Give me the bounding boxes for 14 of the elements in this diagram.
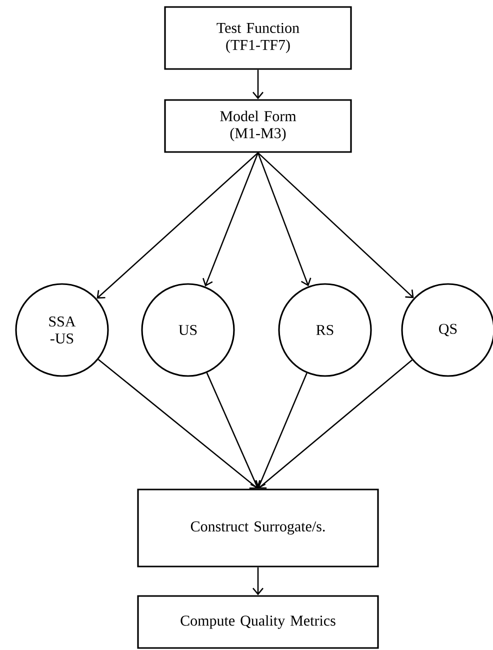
arrow (252, 70, 264, 100)
arrow (258, 152, 414, 298)
arrow (98, 358, 258, 489)
process-box: Compute Quality Metrics (137, 595, 379, 649)
process-box: Test Function (TF1-TF7) (164, 6, 352, 70)
arrow (258, 360, 412, 489)
arrow (206, 372, 260, 489)
arrow (256, 372, 308, 489)
arrow (202, 152, 259, 286)
process-box: Model Form (M1-M3) (164, 99, 352, 153)
process-box: Construct Surrogate/s. (137, 488, 379, 568)
arrow (96, 152, 258, 299)
arrow (257, 152, 312, 286)
arrow (252, 567, 264, 596)
